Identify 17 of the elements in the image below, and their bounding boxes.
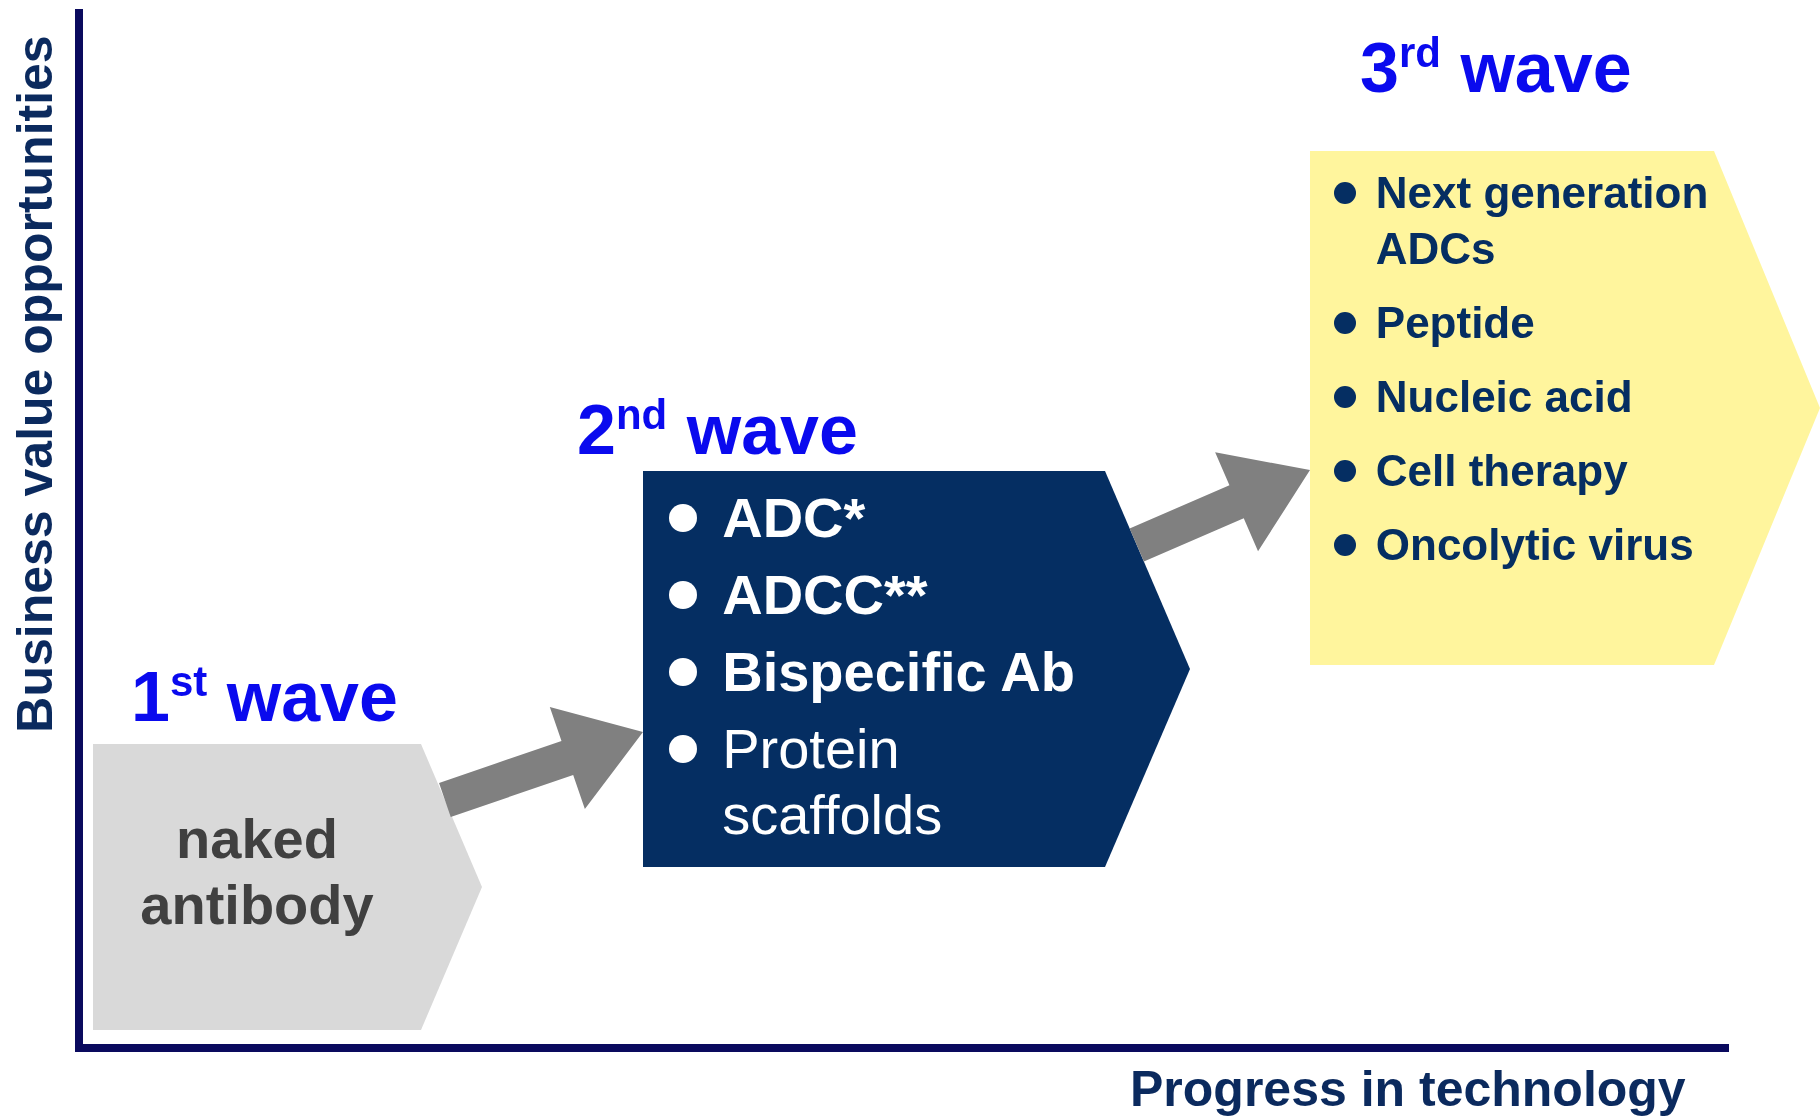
list-item: Next generation ADCs (1375, 167, 1710, 275)
list-item: ADCC** (722, 562, 929, 628)
list-item: Cell therapy (1375, 445, 1629, 497)
list-item: Peptide (1375, 297, 1536, 349)
list-item: Oncolytic virus (1375, 519, 1695, 571)
axis-title: Progress in technology (1130, 1064, 1686, 1114)
list-item: Bispecific Ab (722, 639, 1076, 705)
block-arrow (1129, 452, 1310, 562)
wave-heading: 3$^{rd}$ wave (1360, 33, 1632, 103)
wave-heading: 2$^{nd}$ wave (577, 395, 858, 465)
block-arrow (439, 706, 643, 818)
list-item: Protein scaffolds (722, 716, 944, 848)
list-item: ADC* (722, 485, 867, 551)
wave-heading: 1$^{st}$ wave (131, 662, 398, 732)
list-item: Nucleic acid (1375, 371, 1634, 423)
list-item: naked antibody (139, 806, 375, 938)
axis-title: Business value opportunities (10, 35, 60, 733)
